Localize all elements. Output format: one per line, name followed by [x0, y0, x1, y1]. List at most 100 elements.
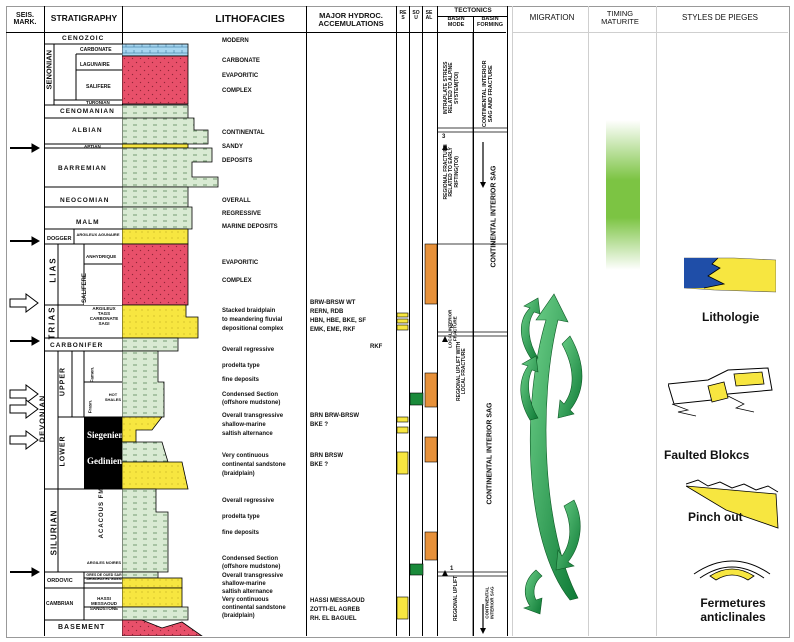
- trap-lithology-icon: [684, 257, 776, 293]
- header-lithofacies: LITHOFACIES: [215, 13, 285, 25]
- litho-modern: MODERN: [222, 38, 249, 44]
- header-timing: TIMING MATURITE: [601, 9, 639, 26]
- tectonic-sag-fracture: CONTINENTAL INTERIOR SAG AND FRACTURE: [482, 60, 494, 128]
- header-styles: STYLES DE PIEGES: [681, 13, 759, 22]
- tectonic-interior-sag-1: CONTINENTAL INTERIOR SAG: [490, 165, 498, 268]
- litho-overall-regressive: Overall regressive: [222, 347, 275, 353]
- arrow-down-icon: [480, 628, 486, 634]
- filled-arrow-icon: [10, 567, 41, 577]
- header-sou: SOU: [412, 10, 420, 21]
- hydro-devonian-3: BRN BRSW: [310, 453, 343, 459]
- stratigraphy-grid: [44, 43, 123, 621]
- col-divider: [437, 6, 438, 636]
- col-divider: [44, 6, 45, 636]
- litho-meandering: to meandering fluvial: [222, 317, 283, 323]
- strat-argileux-dogger: ARGILEUX AGUNAIRE: [76, 232, 120, 237]
- strat-turonian: TURONIAN: [86, 100, 110, 105]
- litho-complex2: COMPLEX: [222, 278, 252, 284]
- col-divider: [507, 6, 508, 636]
- seal-bar: [424, 372, 438, 408]
- strat-famen: Famen.: [89, 366, 95, 383]
- strat-frasn: Frasn.: [87, 399, 93, 414]
- litho-sandy: SANDY: [222, 144, 244, 150]
- arrow-down-icon: [480, 182, 486, 188]
- litho-depositional: depositional complex: [222, 326, 284, 332]
- reservoir-bar: [396, 318, 409, 324]
- litho-shallow-marine2: shallow-marine: [222, 581, 266, 587]
- litho-condensed: Condensed Section: [222, 392, 279, 398]
- litho-continental-sandstone2: continental sandstone: [222, 605, 286, 611]
- litho-evaporitic2: EVAPORITIC: [222, 260, 259, 266]
- col-divider: [588, 6, 589, 636]
- strat-acacous: ACACOUS FM: [99, 487, 105, 539]
- strat-cenozoic: CENOZOIC: [62, 35, 105, 42]
- strat-cenomanian: CENOMANIAN: [60, 108, 115, 115]
- petroleum-system-bars: [396, 243, 438, 620]
- strat-silurian: SILURIAN: [49, 509, 59, 556]
- strat-cambrian: CAMBRIAN: [46, 601, 74, 607]
- reservoir-bar: [396, 596, 409, 620]
- migration-arrow-icon: [557, 335, 583, 419]
- hydro-devonian-4: BKE ?: [310, 462, 328, 468]
- litho-stacked: Stacked braidplain: [222, 308, 276, 314]
- hydro-trias-1: BRW-BRSW WT: [310, 300, 356, 306]
- filled-arrow-icon: [10, 143, 41, 153]
- hollow-arrow-icon: [9, 384, 39, 404]
- strat-dogger: DOGGER: [47, 236, 72, 242]
- litho-complex: COMPLEX: [222, 88, 252, 94]
- litho-saltish: saltish alternance: [222, 431, 273, 437]
- seal-bar: [424, 531, 438, 561]
- lithofacies-column: [122, 43, 219, 636]
- reservoir-bar: [396, 324, 409, 331]
- col-divider: [438, 16, 507, 17]
- migration-arrow-icon: [520, 355, 539, 421]
- trap-anticline-icon: [693, 560, 771, 581]
- reservoir-bar: [396, 312, 409, 318]
- hydro-devonian-2: BKE ?: [310, 422, 328, 428]
- strat-lias: LIAS: [48, 256, 58, 283]
- strat-argiles: ARGILES NOIRES: [86, 560, 122, 565]
- litho-prodelta: prodelta type: [222, 363, 260, 369]
- migration-arrow-icon: [520, 297, 541, 361]
- litho-evaporitic: EVAPORITIC: [222, 73, 259, 79]
- seal-bar: [424, 243, 438, 305]
- chart-frame: [6, 6, 790, 638]
- strat-malm: MALM: [76, 219, 100, 226]
- filled-arrow-icon: [10, 236, 41, 246]
- litho-regressive: REGRESSIVE: [222, 211, 262, 217]
- col-divider: [512, 6, 513, 636]
- strat-neocomian: NEOCOMIAN: [60, 197, 110, 204]
- trap-pinchout-label: Pinch out: [688, 510, 743, 524]
- tectonics-column: [438, 32, 508, 636]
- tectonic-marker-2: 2: [450, 324, 454, 330]
- trap-anticline-label: Fermetures anticlinales: [700, 596, 766, 625]
- litho-very-continuous2: Very continuous: [222, 597, 269, 603]
- siegenien-gedinien-block: [84, 417, 123, 489]
- tectonic-regional-uplift: REGIONAL UPLIFT WITH LOCAL FRACTURE: [455, 341, 467, 401]
- litho-carbonate: CARBONATE: [222, 58, 260, 64]
- trap-pinchout-icon: [686, 479, 779, 529]
- hydro-devonian-1: BRN BRW-BRSW: [310, 413, 360, 419]
- hollow-arrow-icon: [9, 430, 39, 450]
- litho-continental: CONTINENTAL: [222, 130, 265, 136]
- reservoir-bar: [396, 416, 409, 423]
- litho-overall-regressive2: Overall regressive: [222, 498, 275, 504]
- reservoir-bar: [396, 451, 409, 475]
- header-basin-mode: BASIN MODE: [447, 16, 465, 28]
- filled-arrow-icon: [10, 336, 41, 346]
- strat-ordovic-units: GRES DE OUED SAR ARGILEUX EL GASSI: [86, 573, 122, 582]
- col-divider: [656, 6, 657, 636]
- reservoir-bar: [396, 426, 409, 434]
- litho-shallow-marine: shallow-marine: [222, 422, 266, 428]
- hollow-arrow-icon: [9, 293, 39, 313]
- migration-arrow-icon: [523, 569, 543, 615]
- source-bar: [409, 563, 424, 576]
- strat-anhydrique: ANHYDRIQUE: [86, 254, 117, 259]
- trap-faulted-icon: [668, 367, 773, 417]
- litho-fine-deposits: fine deposits: [222, 377, 260, 383]
- strat-barremian: BARREMIAN: [58, 165, 107, 172]
- strat-argileux-trias: ARGILEUX TAGS CARBONATE SAGI: [89, 306, 119, 326]
- tectonic-marker-1: 1: [450, 566, 454, 572]
- header-stratigraphy: STRATIGRAPHY: [50, 13, 118, 23]
